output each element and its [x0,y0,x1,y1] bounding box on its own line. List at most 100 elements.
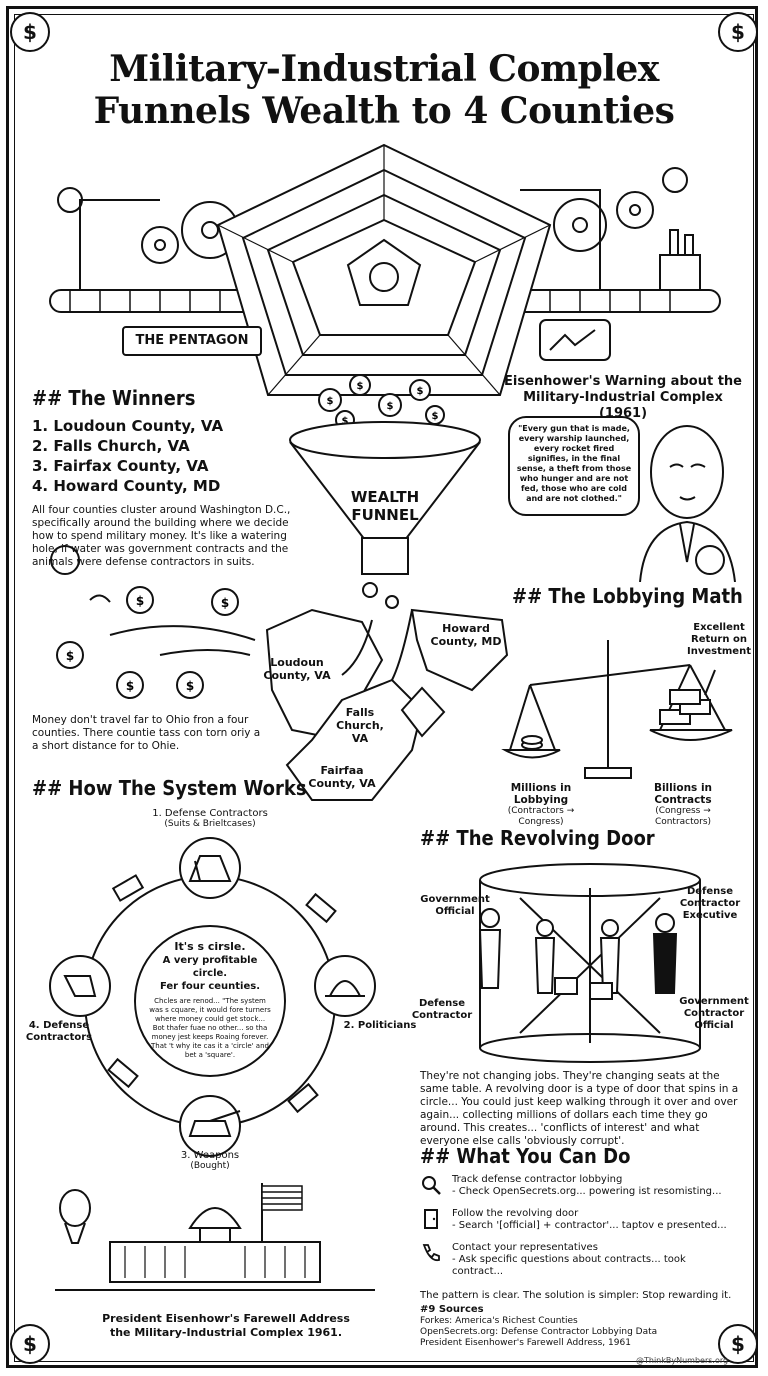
svg-text:$: $ [186,679,194,693]
map-label-loudoun: Loudoun County, VA [263,656,331,682]
dollar-coin-icon: $ [718,12,758,52]
system-node-3-label: 3. Weapons (Bought) [150,1150,270,1172]
revolving-door-illustration [478,863,701,1063]
footer-caption: President Eisenhowr's Farewell Address t… [96,1312,356,1340]
dc-area-map [265,608,509,801]
pentagon-machine-illustration [49,143,725,575]
lobbying-left-label: Millions in Lobbying (Contractors → Cong… [486,782,596,828]
wealth-funnel-illustration: $$$ $$$ [289,374,481,609]
action-title: Follow the revolving door [452,1208,579,1219]
eisenhower-heading-line-1: Eisenhower's Warning about the [504,374,742,389]
pentagon-label: THE PENTAGON [122,326,262,356]
revolving-heading: ## The Revolving Door [420,826,655,850]
system-heading: ## How The System Works [32,776,307,800]
magnifier-icon [422,1176,441,1195]
page-title: Military-Industrial Complex Funnels Weal… [0,48,768,132]
actions-heading-text: ## What You Can Do [420,1144,631,1168]
door-icon [424,1209,438,1229]
funnel-label-line-2: FUNNEL [351,506,419,524]
sources-section: #9 Sources Forkes: America's Richest Cou… [420,1304,740,1349]
svg-text:$: $ [432,411,439,422]
center-line-3: Fer four ceunties. [159,981,261,992]
actions-closing: The pattern is clear. The solution is si… [420,1290,732,1301]
action-sub: - Ask specific questions about contracts… [452,1254,686,1277]
winners-section: ## The Winners 1. Loudoun County, VA 2. … [32,386,312,569]
map-label-howard: Howard County, MD [430,622,502,648]
list-item: 1. Loudoun County, VA [32,417,224,435]
winners-heading: ## The Winners [32,386,196,410]
list-item: 4. Howard County, MD [32,477,221,495]
svg-text:$: $ [126,679,134,693]
eisenhower-quote-bubble: "Every gun that is made, every warship l… [508,416,640,516]
revolving-heading-text: ## The Revolving Door [420,826,655,850]
map-label-falls-church: Falls Church, VA [336,706,384,745]
page-inner-border [14,14,754,1362]
source-item: President Eisenhower's Farewell Address,… [420,1338,631,1348]
system-cycle-diagram [49,837,376,1157]
footer-caption-line-2: the Military-Industrial Complex 1961. [109,1326,343,1339]
lobbying-heading-text: ## The Lobbying Math [512,584,743,608]
balance-scale-illustration [501,640,733,779]
label-defense-contractor-executive: Defense Contractor Executive [679,886,741,921]
sources-heading: #9 Sources [420,1304,484,1315]
list-item: 2. Falls Church, VA [32,437,190,455]
action-follow-door: Follow the revolving door - Search '[off… [420,1208,740,1232]
eisenhower-portrait-icon [639,425,736,582]
center-line-2: A very profitable circle. [162,955,258,979]
winners-body: All four counties cluster around Washing… [32,504,291,568]
flying-money-bags-illustration: $ $ $ $ $ [56,586,256,699]
source-item: OpenSecrets.org: Defense Contractor Lobb… [420,1327,658,1337]
map-label-fairfax: Fairfaa County, VA [308,764,376,790]
label-defense-contractor: Defense Contractor [411,998,473,1021]
action-sub: - Search '[official] + contractor'... ta… [452,1220,727,1231]
dollar-coin-icon: $ [10,1324,50,1364]
lobbying-left-sub: (Contractors → Congress) [507,806,575,827]
winners-list: 1. Loudoun County, VA 2. Falls Church, V… [32,416,312,496]
title-line-2: Funnels Wealth to 4 Counties [93,90,675,132]
title-line-1: Military-Industrial Complex [109,48,659,90]
system-heading-text: ## How The System Works [32,776,307,800]
center-line-1: It's s cirsle. [174,940,246,953]
label-government-official: Government Official [420,894,490,917]
svg-text:$: $ [327,396,334,407]
action-title: Contact your representatives [452,1242,598,1253]
action-sub: - Check OpenSecrets.org... powering ist … [452,1186,722,1197]
node-3-title: 3. Weapons [180,1150,240,1161]
page-border [6,6,758,1368]
map-caption: Money don't travel far to Ohio fron a fo… [32,714,261,752]
svg-text:$: $ [66,649,74,663]
watermark: @ThinkByNumbers.org [636,1356,729,1365]
capitol-building-illustration [55,1183,375,1291]
lobbying-left-title: Millions in Lobbying [510,782,572,806]
dollar-coin-icon: $ [10,12,50,52]
svg-text:$: $ [136,594,144,608]
node-1-title: 1. Defense Contractors [152,808,268,819]
lobbying-right-label: Billions in Contracts (Congress → Contra… [628,782,738,828]
list-item: 3. Fairfax County, VA [32,457,209,475]
lobbying-right-sub: (Congress → Contractors) [654,806,712,827]
center-body: Chcles are renod... "The system was s cq… [149,997,271,1059]
node-1-sub: (Suits & Brieltcases) [164,819,256,829]
eisenhower-heading: Eisenhower's Warning about the Military-… [500,374,746,422]
action-title: Track defense contractor lobbying [452,1174,623,1185]
lobbying-heading: ## The Lobbying Math [512,584,743,608]
dollar-coin-icon: $ [718,1324,758,1364]
source-item: Forkes: America's Richest Counties [420,1316,578,1326]
svg-text:$: $ [342,416,349,427]
svg-text:$: $ [387,401,394,412]
system-node-4-label: 4. Defense Contractors [25,1020,93,1043]
action-contact-reps: Contact your representatives - Ask speci… [420,1242,740,1278]
system-node-2-label: 2. Politicians [343,1020,417,1031]
actions-heading: ## What You Can Do [420,1144,630,1168]
system-node-1-label: 1. Defense Contractors (Suits & Brieltca… [130,808,290,830]
node-3-sub: (Bought) [190,1161,230,1171]
svg-text:$: $ [221,596,229,610]
funnel-label-line-1: WEALTH [350,488,420,506]
phone-icon [422,1244,440,1262]
wealth-funnel-label: WEALTH FUNNEL [335,488,435,524]
lobbying-right-title: Billions in Contracts [653,782,713,806]
svg-text:$: $ [357,381,364,392]
action-track-lobbying: Track defense contractor lobbying - Chec… [420,1174,740,1198]
system-center-text: It's s cirsle. A very profitable circle.… [148,940,272,1060]
roi-label: Excellent Return on Investment [687,622,751,657]
